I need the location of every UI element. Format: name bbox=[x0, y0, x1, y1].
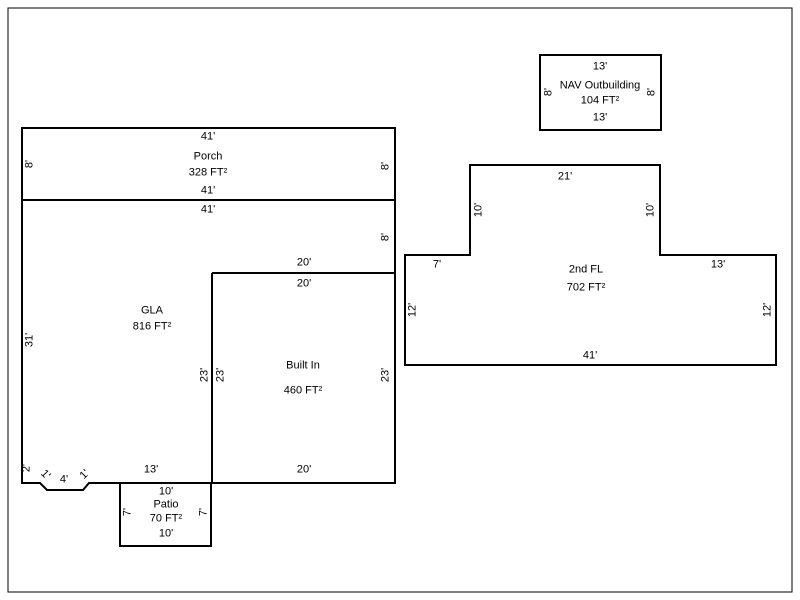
second-floor-dim-right: 12' bbox=[761, 302, 774, 318]
outbuilding-name: NAV Outbuilding bbox=[559, 79, 641, 92]
second-floor-dim-left-upper: 10' bbox=[472, 202, 485, 218]
built-in-dim-bottom: 20' bbox=[296, 463, 312, 476]
patio-dim-left: 7' bbox=[121, 507, 134, 517]
built-in-dim-top-outer: 20' bbox=[296, 256, 312, 269]
porch-dim-left: 8' bbox=[23, 159, 36, 169]
gla-area: 816 FT² bbox=[132, 320, 172, 333]
patio-dim-right: 7' bbox=[197, 507, 210, 517]
patio-area: 70 FT² bbox=[149, 512, 183, 525]
porch-name: Porch bbox=[193, 150, 223, 163]
gla-name: GLA bbox=[140, 304, 164, 317]
outbuilding-dim-bottom: 13' bbox=[592, 111, 608, 124]
porch-dim-bottom: 41' bbox=[200, 184, 216, 197]
porch-dim-top: 41' bbox=[200, 130, 216, 143]
outbuilding-area: 104 FT² bbox=[580, 94, 620, 107]
built-in-dim-right: 23' bbox=[379, 367, 392, 383]
outbuilding-dim-right: 8' bbox=[645, 87, 658, 97]
second-floor-dim-bottom: 41' bbox=[582, 349, 598, 362]
outbuilding-dim-left: 8' bbox=[542, 87, 555, 97]
patio-dim-bottom: 10' bbox=[158, 527, 174, 540]
second-floor-outline bbox=[404, 164, 777, 366]
gla-footprint-outline bbox=[21, 199, 396, 491]
gla-dim-bottom: 13' bbox=[143, 463, 159, 476]
built-in-dim-top-inner: 20' bbox=[296, 277, 312, 290]
outbuilding-dim-top: 13' bbox=[592, 60, 608, 73]
porch-area: 328 FT² bbox=[188, 166, 228, 179]
patio-dim-top: 10' bbox=[158, 485, 174, 498]
porch-dim-right: 8' bbox=[379, 161, 392, 171]
gla-notch-middle-dim: 4' bbox=[59, 473, 69, 486]
second-floor-dim-step-right: 13' bbox=[710, 258, 726, 271]
gla-dim-top: 41' bbox=[200, 203, 216, 216]
page-border bbox=[7, 7, 793, 593]
second-floor-name: 2nd FL bbox=[568, 263, 604, 276]
gla-notch-left-dim: 2' bbox=[20, 463, 33, 473]
outbuilding-outline bbox=[539, 54, 662, 131]
gla-dim-left: 31' bbox=[23, 332, 36, 348]
second-floor-area: 702 FT² bbox=[566, 281, 606, 294]
built-in-name: Built In bbox=[286, 359, 320, 372]
second-floor-dim-step-left: 7' bbox=[432, 258, 442, 271]
built-in-dim-left-outer: 23' bbox=[198, 367, 211, 383]
built-in-dim-left-inner: 23' bbox=[214, 367, 227, 383]
built-in-area: 460 FT² bbox=[283, 384, 323, 397]
gla-dim-right-upper: 8' bbox=[379, 232, 392, 242]
second-floor-dim-right-upper: 10' bbox=[644, 202, 657, 218]
patio-name: Patio bbox=[153, 498, 179, 511]
patio-outline bbox=[119, 482, 212, 547]
second-floor-dim-top: 21' bbox=[557, 170, 573, 183]
second-floor-dim-left: 12' bbox=[406, 302, 419, 318]
